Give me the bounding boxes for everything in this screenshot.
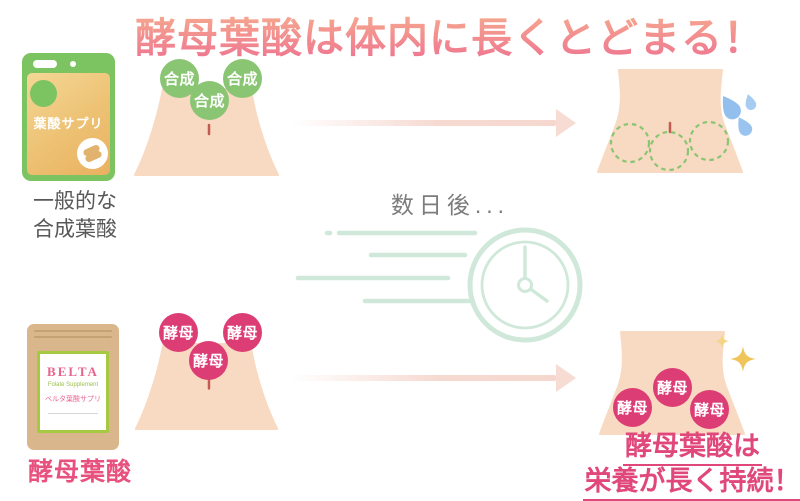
caption-yeast-folate: 酵母葉酸 [28, 452, 132, 488]
nutrient-bubble-yeast: 酵母 [159, 313, 198, 352]
package-label-text: 葉酸サプリ [22, 113, 115, 132]
belta-subtitle: Folate Supplement [40, 382, 106, 388]
sparkles-icon [712, 334, 764, 380]
nutrient-bubble-yeast: 酵母 [613, 388, 652, 427]
result-text: 酵母葉酸は 栄養が長く持続！ [570, 431, 800, 501]
belta-name-jp: ベルタ葉酸サプリ [40, 394, 106, 404]
droplets-icon [714, 88, 764, 142]
arrow-shaft [291, 375, 557, 381]
arrow-right-icon [291, 363, 576, 393]
caption-generic-line2: 合成葉酸 [33, 216, 117, 244]
page-title: 酵母葉酸は体内に長くとどまる！ [100, 4, 800, 64]
arrow-right-icon [291, 108, 576, 138]
belly-before-yeast: 酵母 酵母 酵母 [133, 312, 280, 430]
arrow-shaft [291, 120, 557, 126]
belly-before-synthetic: 合成 合成 合成 [133, 58, 280, 176]
nutrient-bubble-yeast: 酵母 [653, 368, 692, 407]
belta-label: BELTA Folate Supplement ベルタ葉酸サプリ [37, 351, 109, 433]
caption-generic-folate: 一般的な 合成葉酸 [33, 188, 117, 245]
result-line1: 酵母葉酸は [623, 431, 762, 466]
package-seal-line [34, 336, 112, 338]
package-seal [33, 60, 57, 68]
clock-icon [293, 210, 593, 345]
nutrient-bubble-yeast: 酵母 [223, 313, 262, 352]
nutrient-bubble-yeast: 酵母 [690, 390, 729, 429]
arrow-head [556, 364, 576, 392]
speed-lines-icon [298, 233, 493, 301]
clock-center [519, 279, 532, 292]
nutrient-bubble-synthetic: 合成 [223, 59, 262, 98]
package-seal-hole [70, 61, 76, 67]
package-green-circle [30, 80, 57, 107]
nutrient-bubble-synthetic: 合成 [190, 81, 229, 120]
nutrient-bubble-yeast: 酵母 [189, 341, 228, 380]
arrow-head [556, 109, 576, 137]
sparkle-shapes [715, 334, 756, 372]
pill-icon [77, 138, 108, 169]
generic-supplement-package: 葉酸サプリ [22, 53, 115, 181]
result-line2: 栄養が長く持続！ [583, 466, 800, 501]
droplet-shapes [716, 91, 758, 138]
belta-package: BELTA Folate Supplement ベルタ葉酸サプリ [27, 324, 119, 450]
belta-brand: BELTA [40, 364, 106, 380]
label-divider [48, 413, 98, 414]
caption-generic-line1: 一般的な [33, 188, 117, 216]
package-seal-line [34, 330, 112, 332]
